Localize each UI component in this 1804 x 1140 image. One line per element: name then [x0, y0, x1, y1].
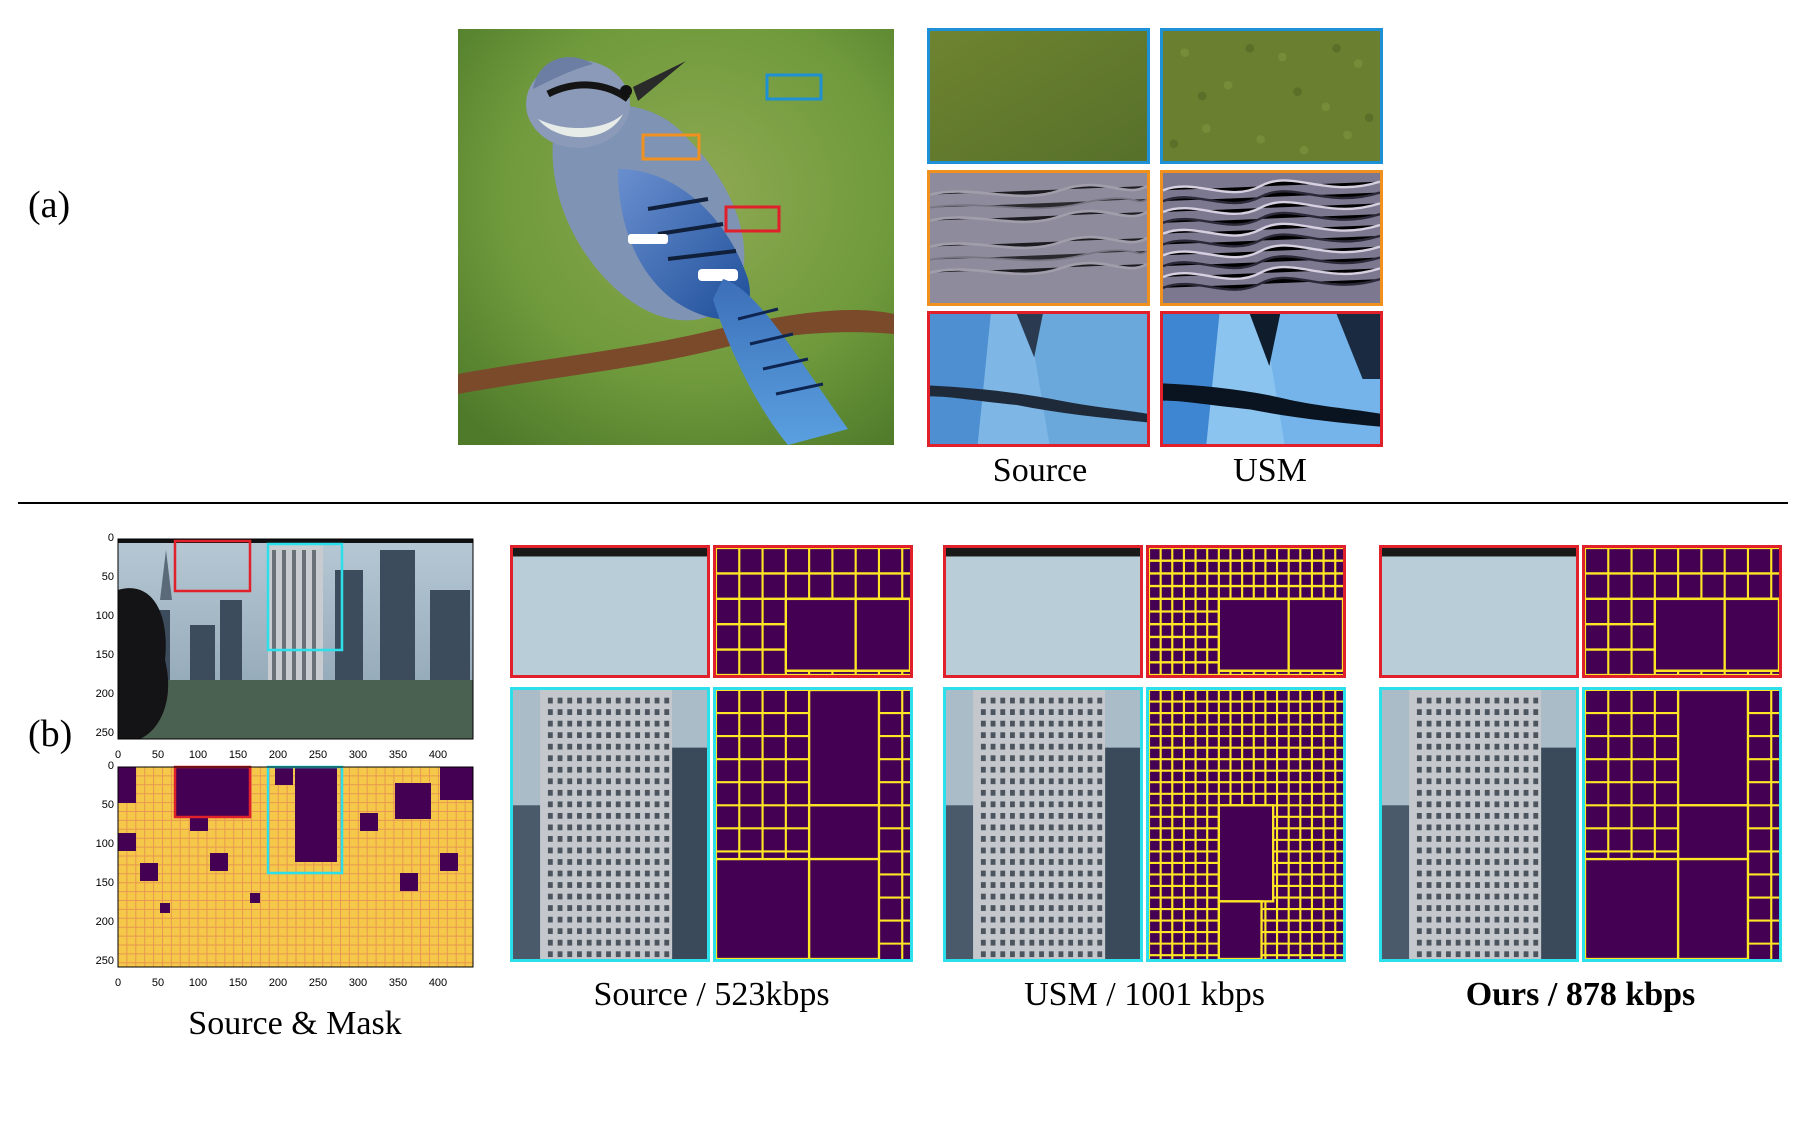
panel-b-label: (b) — [28, 713, 73, 755]
y-tick-label: 150 — [95, 877, 114, 889]
usm-crop-feathers — [1160, 170, 1383, 306]
caption-source: Source — [992, 452, 1088, 489]
compare-building-mask — [1582, 687, 1782, 962]
compare-building-mask — [1146, 687, 1346, 962]
x-tick-label: 400 — [428, 749, 448, 761]
compare-sky-crop — [943, 545, 1143, 678]
x-tick-label: 100 — [188, 977, 208, 989]
compare-sky-mask — [1582, 545, 1782, 678]
x-tick-label: 50 — [151, 749, 165, 761]
caption-method: Source / 523kbps — [593, 976, 830, 1013]
x-tick-label: 400 — [428, 977, 448, 989]
usm-crop-background — [1160, 28, 1383, 164]
x-tick-label: 250 — [308, 749, 328, 761]
compare-sky-crop — [510, 545, 710, 678]
x-tick-label: 50 — [151, 977, 165, 989]
x-tick-label: 150 — [228, 749, 248, 761]
x-tick-label: 300 — [348, 749, 368, 761]
section-divider — [18, 502, 1788, 504]
mask-plot — [100, 753, 480, 993]
compare-building-crop — [510, 687, 710, 962]
compare-sky-mask — [1146, 545, 1346, 678]
caption-method: Ours / 878 kbps — [1465, 976, 1696, 1013]
x-tick-label: 350 — [388, 749, 408, 761]
caption-source-mask: Source & Mask — [188, 1005, 402, 1042]
source-crop-feathers — [927, 170, 1150, 306]
source-plot — [100, 530, 480, 750]
y-tick-label: 0 — [107, 532, 114, 544]
usm-crop-wing — [1160, 311, 1383, 447]
x-tick-label: 150 — [228, 977, 248, 989]
compare-sky-crop — [1379, 545, 1579, 678]
x-tick-label: 0 — [114, 977, 122, 989]
y-tick-label: 250 — [95, 955, 114, 967]
y-tick-label: 100 — [95, 610, 114, 622]
source-crop-wing — [927, 311, 1150, 447]
caption-usm: USM — [1233, 452, 1307, 489]
y-tick-label: 250 — [95, 727, 114, 739]
bird-image — [458, 29, 894, 445]
caption-method: USM / 1001 kbps — [1024, 976, 1265, 1013]
panel-a-label: (a) — [28, 184, 71, 226]
y-tick-label: 50 — [101, 571, 114, 583]
x-tick-label: 250 — [308, 977, 328, 989]
compare-building-mask — [713, 687, 913, 962]
x-tick-label: 350 — [388, 977, 408, 989]
y-tick-label: 150 — [95, 649, 114, 661]
x-tick-label: 200 — [268, 749, 288, 761]
compare-sky-mask — [713, 545, 913, 678]
compare-building-crop — [1379, 687, 1579, 962]
x-tick-label: 200 — [268, 977, 288, 989]
compare-building-crop — [943, 687, 1143, 962]
y-tick-label: 100 — [95, 838, 114, 850]
x-tick-label: 300 — [348, 977, 368, 989]
source-crop-background — [927, 28, 1150, 164]
y-tick-label: 200 — [95, 916, 114, 928]
x-tick-label: 100 — [188, 749, 208, 761]
y-tick-label: 50 — [101, 799, 114, 811]
x-tick-label: 0 — [114, 749, 122, 761]
y-tick-label: 0 — [107, 760, 114, 772]
y-tick-label: 200 — [95, 688, 114, 700]
